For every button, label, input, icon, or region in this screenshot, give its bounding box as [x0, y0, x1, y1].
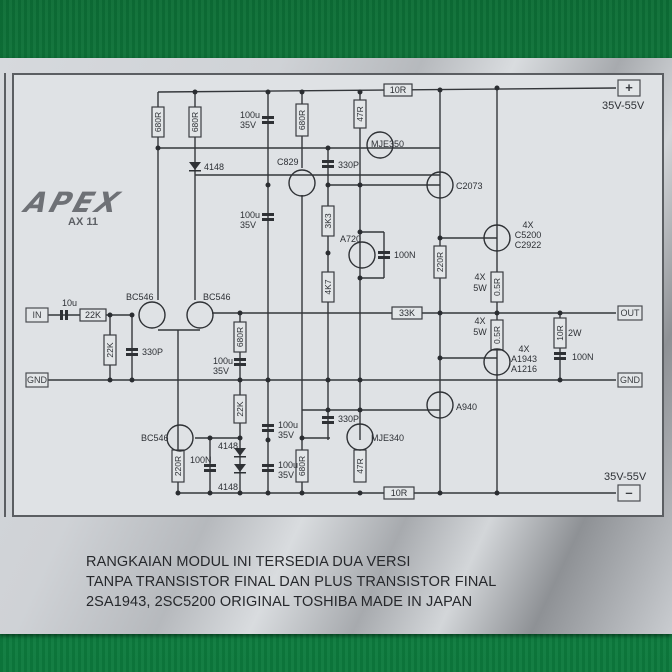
brand-logo: APEX — [20, 186, 127, 219]
resistor-4k7: 4K7 — [323, 279, 333, 295]
vminus-label: 35V-55V — [604, 471, 647, 483]
resistor-3k3: 3K3 — [323, 213, 333, 229]
transistor-npn-out-qty: 4X — [522, 220, 534, 230]
caption-line-2: TANPA TRANSISTOR FINAL DAN PLUS TRANSIST… — [86, 574, 497, 590]
transistor-c829: C829 — [277, 157, 299, 167]
transistor-pnp-out-2: A1216 — [510, 364, 538, 374]
diode-4148-b: 4148 — [218, 482, 239, 492]
resistor-22k-shunt: 22K — [105, 342, 115, 358]
caption-line-1: RANGKAIAN MODUL INI TERSEDIA DUA VERSI — [86, 554, 411, 570]
transistor-npn-out-1: C5200 — [514, 230, 542, 240]
cap-100u-5: 100u — [278, 460, 299, 470]
card-left-edge — [0, 73, 6, 517]
transistor-mje350: MJE350 — [371, 139, 405, 149]
gnd-terminal-right: GND — [620, 375, 640, 385]
resistor-220r-bot: 220R — [173, 455, 183, 477]
zobel-power-rating: 2W — [568, 328, 582, 338]
cap-100u-2: 100u — [240, 210, 261, 220]
resistor-10r-zobel: 10R — [555, 325, 565, 341]
cap-100u-2-voltage: 35V — [240, 220, 257, 230]
vminus-terminal: – — [625, 485, 633, 500]
caption-line-3: 2SA1943, 2SC5200 ORIGINAL TOSHIBA MADE I… — [86, 594, 473, 610]
cap-100u-3-voltage: 35V — [213, 366, 230, 376]
resistor-22k-mid: 22K — [235, 401, 245, 417]
cap-100n-vbe: 100N — [394, 250, 416, 260]
caption-block: RANGKAIAN MODUL INI TERSEDIA DUA VERSI T… — [86, 552, 496, 612]
cap-10u: 10u — [62, 298, 78, 308]
transistor-c2073: C2073 — [456, 181, 483, 191]
resistor-680r-c: 680R — [297, 109, 307, 131]
emitter-bot-rating: 5W — [473, 327, 487, 337]
cap-100u-1-voltage: 35V — [240, 120, 257, 130]
transistor-pnp-out-1: A1943 — [510, 354, 538, 364]
cap-100n-bot: 100N — [190, 455, 212, 465]
cap-330p-bot: 330P — [338, 414, 360, 424]
transistor-mje340: MJE340 — [371, 433, 405, 443]
diode-4148-top: 4148 — [204, 162, 225, 172]
resistor-22k-in: 22K — [84, 310, 101, 320]
schematic-sheet — [12, 73, 664, 517]
diode-4148-a: 4148 — [218, 441, 239, 451]
cap-100u-5-voltage: 35V — [278, 470, 295, 480]
resistor-680r-d: 680R — [235, 326, 245, 348]
resistor-10r-bot: 10R — [390, 488, 408, 498]
resistor-05r-top: 0.5R — [492, 278, 502, 296]
input-terminal: IN — [32, 310, 42, 320]
resistor-680r-b: 680R — [190, 111, 200, 133]
resistor-10r-top: 10R — [389, 85, 407, 95]
resistor-220r-mid: 220R — [435, 251, 445, 273]
resistor-680r-e: 680R — [297, 455, 307, 477]
emitter-bot-qty: 4X — [474, 316, 486, 326]
transistor-a940: A940 — [456, 402, 478, 412]
emitter-top-rating: 5W — [473, 283, 487, 293]
resistor-47r-top: 47R — [355, 106, 365, 122]
resistor-47r-bot: 47R — [355, 458, 365, 474]
transistor-a720: A720 — [340, 234, 362, 244]
transistor-bc546-right: BC546 — [203, 292, 231, 302]
resistor-05r-bot: 0.5R — [492, 326, 502, 344]
cap-330p-top: 330P — [338, 160, 360, 170]
transistor-pnp-out-qty: 4X — [518, 344, 530, 354]
cap-100u-4: 100u — [278, 420, 299, 430]
gnd-terminal-left: GND — [27, 375, 47, 385]
emitter-top-qty: 4X — [474, 272, 486, 282]
cap-100u-1: 100u — [240, 110, 261, 120]
transistor-npn-out-2: C2922 — [514, 240, 542, 250]
model-name: AX 11 — [68, 216, 98, 228]
resistor-680r-a: 680R — [153, 111, 163, 133]
transistor-bc546-bottom: BC546 — [141, 433, 169, 443]
output-terminal: OUT — [620, 308, 640, 318]
cap-330p-in: 330P — [142, 347, 164, 357]
transistor-bc546-left: BC546 — [126, 292, 154, 302]
vplus-label: 35V-55V — [602, 100, 645, 112]
vplus-terminal: + — [625, 80, 633, 95]
cap-100u-3: 100u — [213, 356, 234, 366]
cap-100n-zobel: 100N — [572, 352, 594, 362]
resistor-33k: 33K — [398, 308, 415, 318]
cap-100u-4-voltage: 35V — [278, 430, 295, 440]
